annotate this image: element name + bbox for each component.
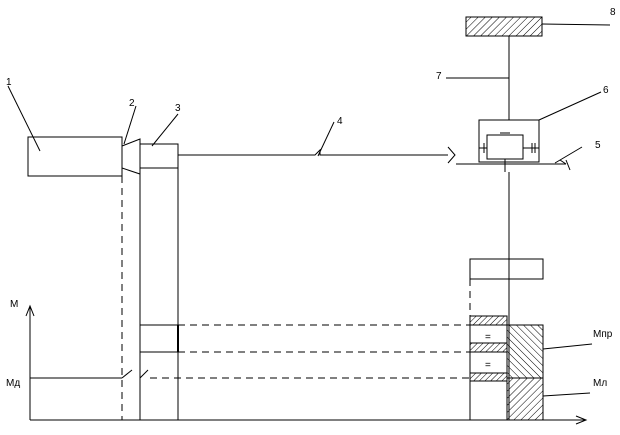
callout-4: 4 (337, 116, 343, 127)
engine-block (27, 136, 123, 177)
differential-housing (478, 119, 540, 163)
torque-bar-lower (469, 372, 508, 382)
differential-inner (486, 134, 524, 160)
bevel-pinion (447, 146, 456, 164)
callout-7: 7 (436, 71, 442, 82)
block-upper-hatched (506, 324, 544, 379)
equal-mark: = (485, 360, 491, 371)
block-lower-hatched (506, 377, 544, 421)
torque-bar-middle (469, 342, 508, 353)
clutch-block (139, 143, 179, 169)
equal-mark: = (485, 332, 491, 343)
callout-2: 2 (129, 98, 135, 109)
callout-6: 6 (603, 85, 609, 96)
callout-1: 1 (6, 77, 12, 88)
callout-3: 3 (175, 103, 181, 114)
level-label-md: Мд (6, 378, 20, 389)
torque-bar-upper (469, 315, 508, 326)
top-hatched-wheel (465, 16, 543, 37)
cardan-shaft (178, 148, 448, 156)
coupling-cone (121, 138, 141, 175)
lower-wheel (469, 258, 544, 280)
axis-y-label: М (10, 299, 18, 310)
callout-5: 5 (595, 140, 601, 151)
callout-8: 8 (610, 7, 616, 18)
level-label-ml: Мл (593, 378, 607, 389)
level-label-mpr: Мпр (593, 329, 613, 340)
